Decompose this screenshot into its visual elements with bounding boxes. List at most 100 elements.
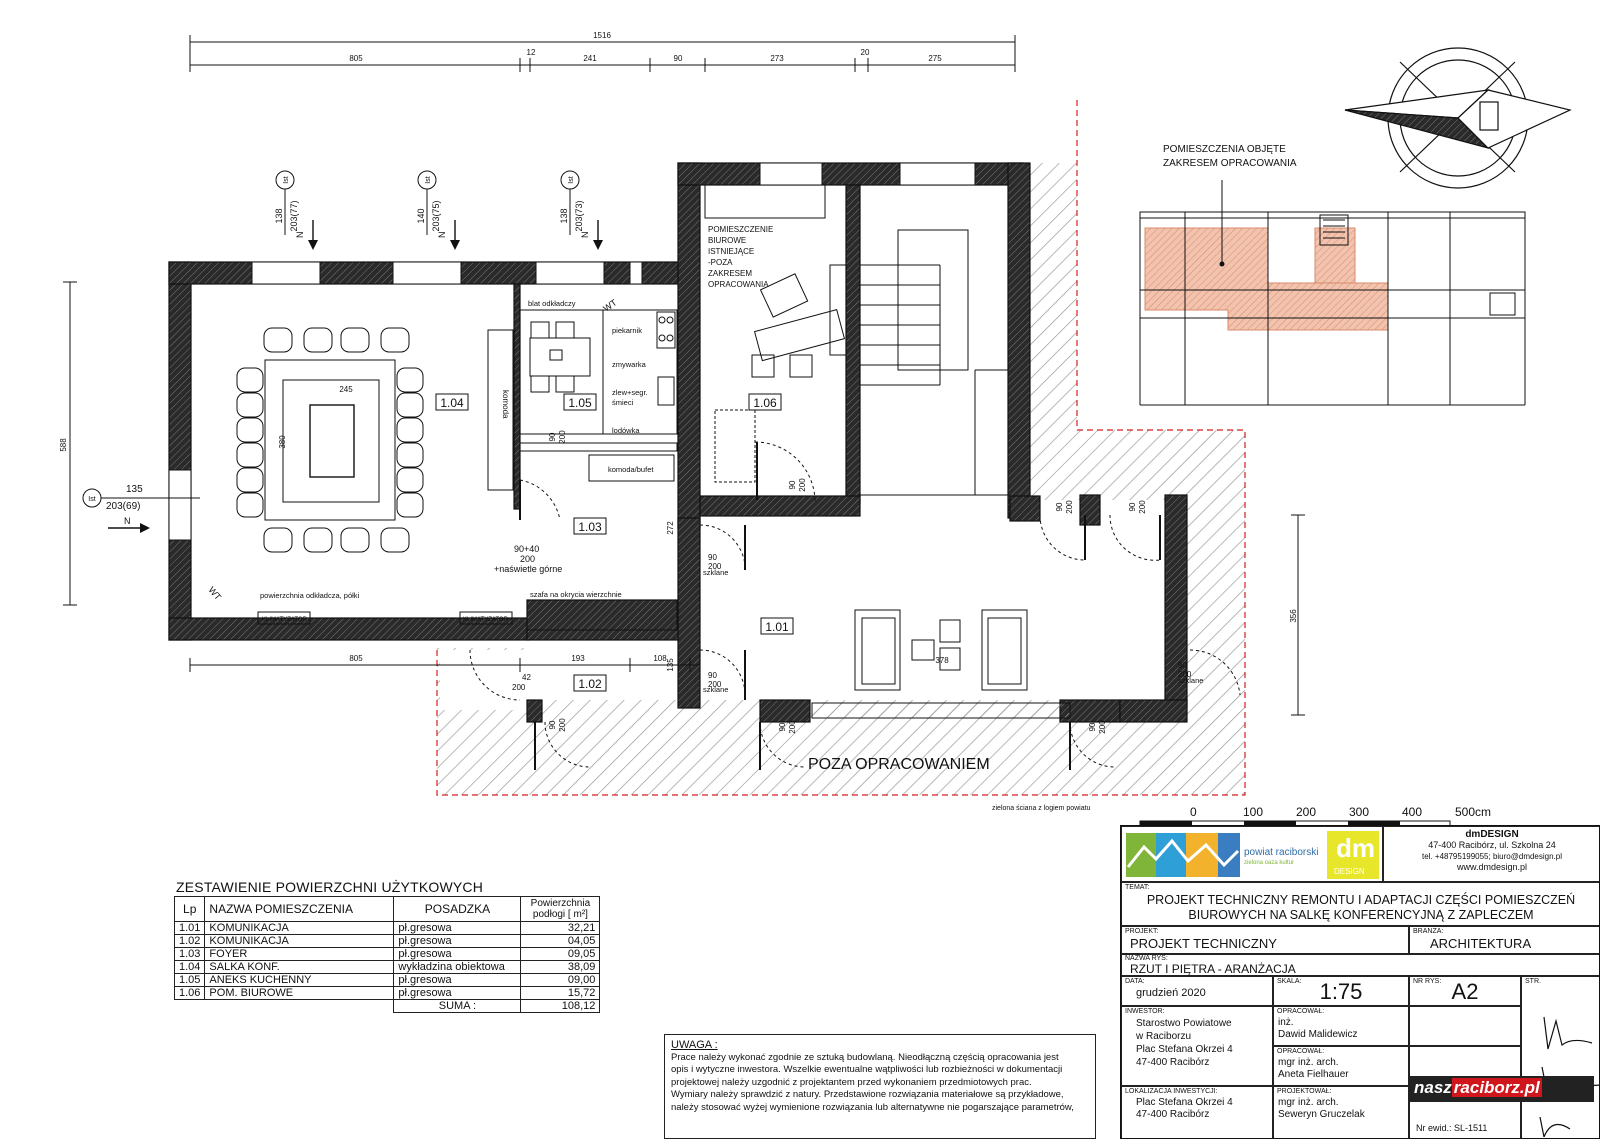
window-height: 203(75) xyxy=(431,200,441,231)
window-height: 203(69) xyxy=(106,501,140,512)
table-cell: pł.gresowa xyxy=(393,986,522,1000)
chair xyxy=(340,527,370,553)
table-cell: 1.05 xyxy=(173,973,206,987)
str-label: STR. xyxy=(1525,978,1541,985)
office-label-line: -POZA xyxy=(708,258,733,267)
office-label-line: ZAKRESEM xyxy=(708,269,752,278)
window-sill: 140 xyxy=(416,208,426,223)
room-number-r104: 1.04 xyxy=(440,396,464,410)
data-cell: DATA: grudzień 2020 xyxy=(1121,976,1273,1006)
office-label-line: POMIESZCZENIE xyxy=(708,225,773,234)
company-address: 47-400 Racibórz, ul. Szkolna 24 xyxy=(1428,840,1556,850)
dm-logo: dm xyxy=(1336,833,1375,863)
table-cell: wykładzina obiektowa xyxy=(393,960,522,974)
chair xyxy=(303,327,333,353)
chair xyxy=(380,327,410,353)
label-komoda: komoda xyxy=(501,390,510,419)
chair xyxy=(236,367,264,393)
door-width: 90 xyxy=(1128,502,1137,511)
office-label-line: BIUROWE xyxy=(708,236,746,245)
proj-cell: PROJEKTOWAŁ: mgr inż. arch.Seweryn Grucz… xyxy=(1273,1086,1409,1138)
nr-ewid: Nr ewid.: SL-1511 xyxy=(1416,1123,1488,1133)
door-small: 42 xyxy=(522,673,531,682)
lok-label: LOKALIZACJA INWESTYCJI: xyxy=(1125,1088,1218,1095)
dim-corridor: 272 xyxy=(666,521,675,535)
inwestor-line: 47-400 Racibórz xyxy=(1136,1057,1210,1068)
inwestor-line: w Raciborzu xyxy=(1136,1031,1192,1042)
window-sill: 135 xyxy=(126,484,143,495)
room-box-r106 xyxy=(748,393,782,411)
scale-label: 500cm xyxy=(1455,805,1491,819)
window-tag-text: Ist xyxy=(88,496,95,503)
label-piekarnik: piekarnik xyxy=(612,326,642,335)
scale-label: 300 xyxy=(1349,805,1369,819)
opr2-cell: OPRACOWAŁ: mgr inż. arch.Aneta Fielhauer xyxy=(1273,1046,1409,1086)
door-height: 200 xyxy=(788,720,797,734)
data-value: grudzień 2020 xyxy=(1136,987,1206,999)
dim-bottom-1: 805 xyxy=(349,654,363,663)
logo-cell: powiat raciborski zielona oaza kultur dm… xyxy=(1121,826,1383,882)
dim-seg-7: 275 xyxy=(928,54,942,63)
chair xyxy=(303,527,333,553)
chair xyxy=(396,392,424,418)
door-height: 200 xyxy=(558,718,567,732)
door-height: 200 xyxy=(512,683,526,692)
table-cell: pł.gresowa xyxy=(393,973,522,987)
company-name: dmDESIGN xyxy=(1465,829,1519,840)
room-box-r103 xyxy=(573,517,607,535)
kitchen xyxy=(257,309,678,631)
dimension-lines xyxy=(63,35,1305,716)
dim-left-height: 588 xyxy=(59,438,68,452)
dim-seg-1: 805 xyxy=(349,54,363,63)
proj-line: mgr inż. arch. xyxy=(1278,1097,1339,1108)
table-cell: KOMUNIKACJA xyxy=(204,921,395,935)
note-line: opis i wytyczne inwestora. Wszelkie ewen… xyxy=(671,1064,1063,1076)
foyer-furniture xyxy=(811,609,1071,719)
chair xyxy=(396,442,424,468)
chair xyxy=(555,321,575,339)
sum-value: 108,12 xyxy=(520,999,601,1013)
watermark-part2: raciborz.pl xyxy=(1451,1078,1542,1097)
inwestor-label: INWESTOR: xyxy=(1125,1008,1165,1015)
door-width: 90 xyxy=(548,432,557,441)
door-height: 200 xyxy=(798,478,807,492)
signatures-icon xyxy=(1539,1016,1599,1138)
opr1-line: Dawid Malidewicz xyxy=(1278,1029,1358,1040)
label-zlew: zlew+segr. xyxy=(612,388,648,397)
door-height: 200 xyxy=(1138,500,1147,514)
label-blat: blat odkładczy xyxy=(528,299,576,308)
room-box-r102 xyxy=(573,674,607,692)
label-zmywarka: zmywarka xyxy=(612,360,647,369)
office-furniture xyxy=(704,184,847,483)
watermark-part1: nasz xyxy=(1414,1078,1452,1097)
chair xyxy=(263,327,293,353)
projekt-cell: PROJEKT: PROJEKT TECHNICZNY xyxy=(1121,926,1409,954)
chair xyxy=(236,417,264,443)
nazwa-label: NAZWA RYS: xyxy=(1125,955,1168,962)
window-tag-text: Ist xyxy=(568,176,575,183)
scale-label: 100 xyxy=(1243,805,1263,819)
window-sill: 138 xyxy=(559,208,569,223)
window-dir: N xyxy=(580,232,590,239)
inwestor-line: Plac Stefana Okrzei 4 xyxy=(1136,1044,1233,1055)
powiat-logo-icon xyxy=(1126,831,1379,879)
north-arrow-icon xyxy=(308,240,318,250)
table-cell: FOYER xyxy=(204,947,395,961)
table-cell: 32,21 xyxy=(520,921,601,935)
table-cell: 09,00 xyxy=(520,973,601,987)
door-height: 200 xyxy=(1178,670,1192,679)
title-block: powiat raciborski zielona oaza kultur dm… xyxy=(1120,825,1600,1139)
table-cell: 1.01 xyxy=(173,921,206,935)
chair xyxy=(396,467,424,493)
dim-seg-2: 12 xyxy=(527,48,536,57)
window-dir: N xyxy=(295,232,305,239)
table-cell: 1.03 xyxy=(173,947,206,961)
label-poza-opracowaniem: POZA OPRACOWANIEM xyxy=(808,756,990,773)
chair xyxy=(380,527,410,553)
lok-line: 47-400 Racibórz xyxy=(1136,1109,1210,1120)
data-label: DATA: xyxy=(1125,978,1145,985)
note-title: UWAGA : xyxy=(671,1039,718,1051)
